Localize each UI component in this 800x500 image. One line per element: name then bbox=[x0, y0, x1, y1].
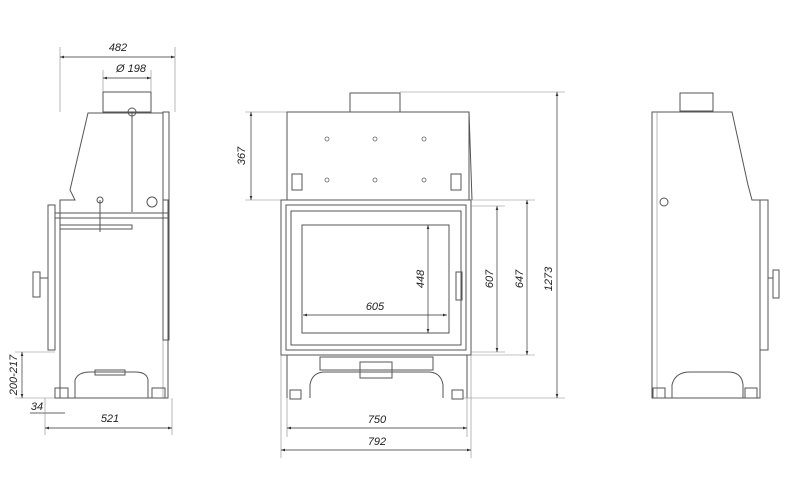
dim-side-width: 482 bbox=[109, 42, 127, 54]
dim-flue-diameter: Ø 198 bbox=[115, 63, 147, 75]
dim-door-inner-height: 607 bbox=[484, 269, 496, 288]
dim-total-width: 792 bbox=[368, 436, 386, 448]
dim-side-offset: 34 bbox=[31, 401, 43, 413]
dim-side-depth: 521 bbox=[101, 413, 119, 425]
dim-glass-width: 605 bbox=[366, 301, 385, 313]
dim-glass-height: 448 bbox=[415, 269, 427, 288]
dim-leg-height: 200-217 bbox=[8, 354, 20, 396]
dim-top-height: 367 bbox=[236, 146, 248, 165]
dim-door-height: 647 bbox=[514, 269, 526, 288]
dim-total-height: 1273 bbox=[543, 266, 555, 291]
front-dimensions: 367 448 605 607 647 1273 750 792 bbox=[236, 91, 565, 458]
right-side-view bbox=[651, 92, 780, 399]
left-side-view bbox=[32, 91, 170, 399]
dim-body-width: 750 bbox=[368, 414, 387, 426]
front-view bbox=[280, 92, 473, 400]
left-dimensions: 482 Ø 198 200-217 34 521 bbox=[8, 42, 176, 435]
